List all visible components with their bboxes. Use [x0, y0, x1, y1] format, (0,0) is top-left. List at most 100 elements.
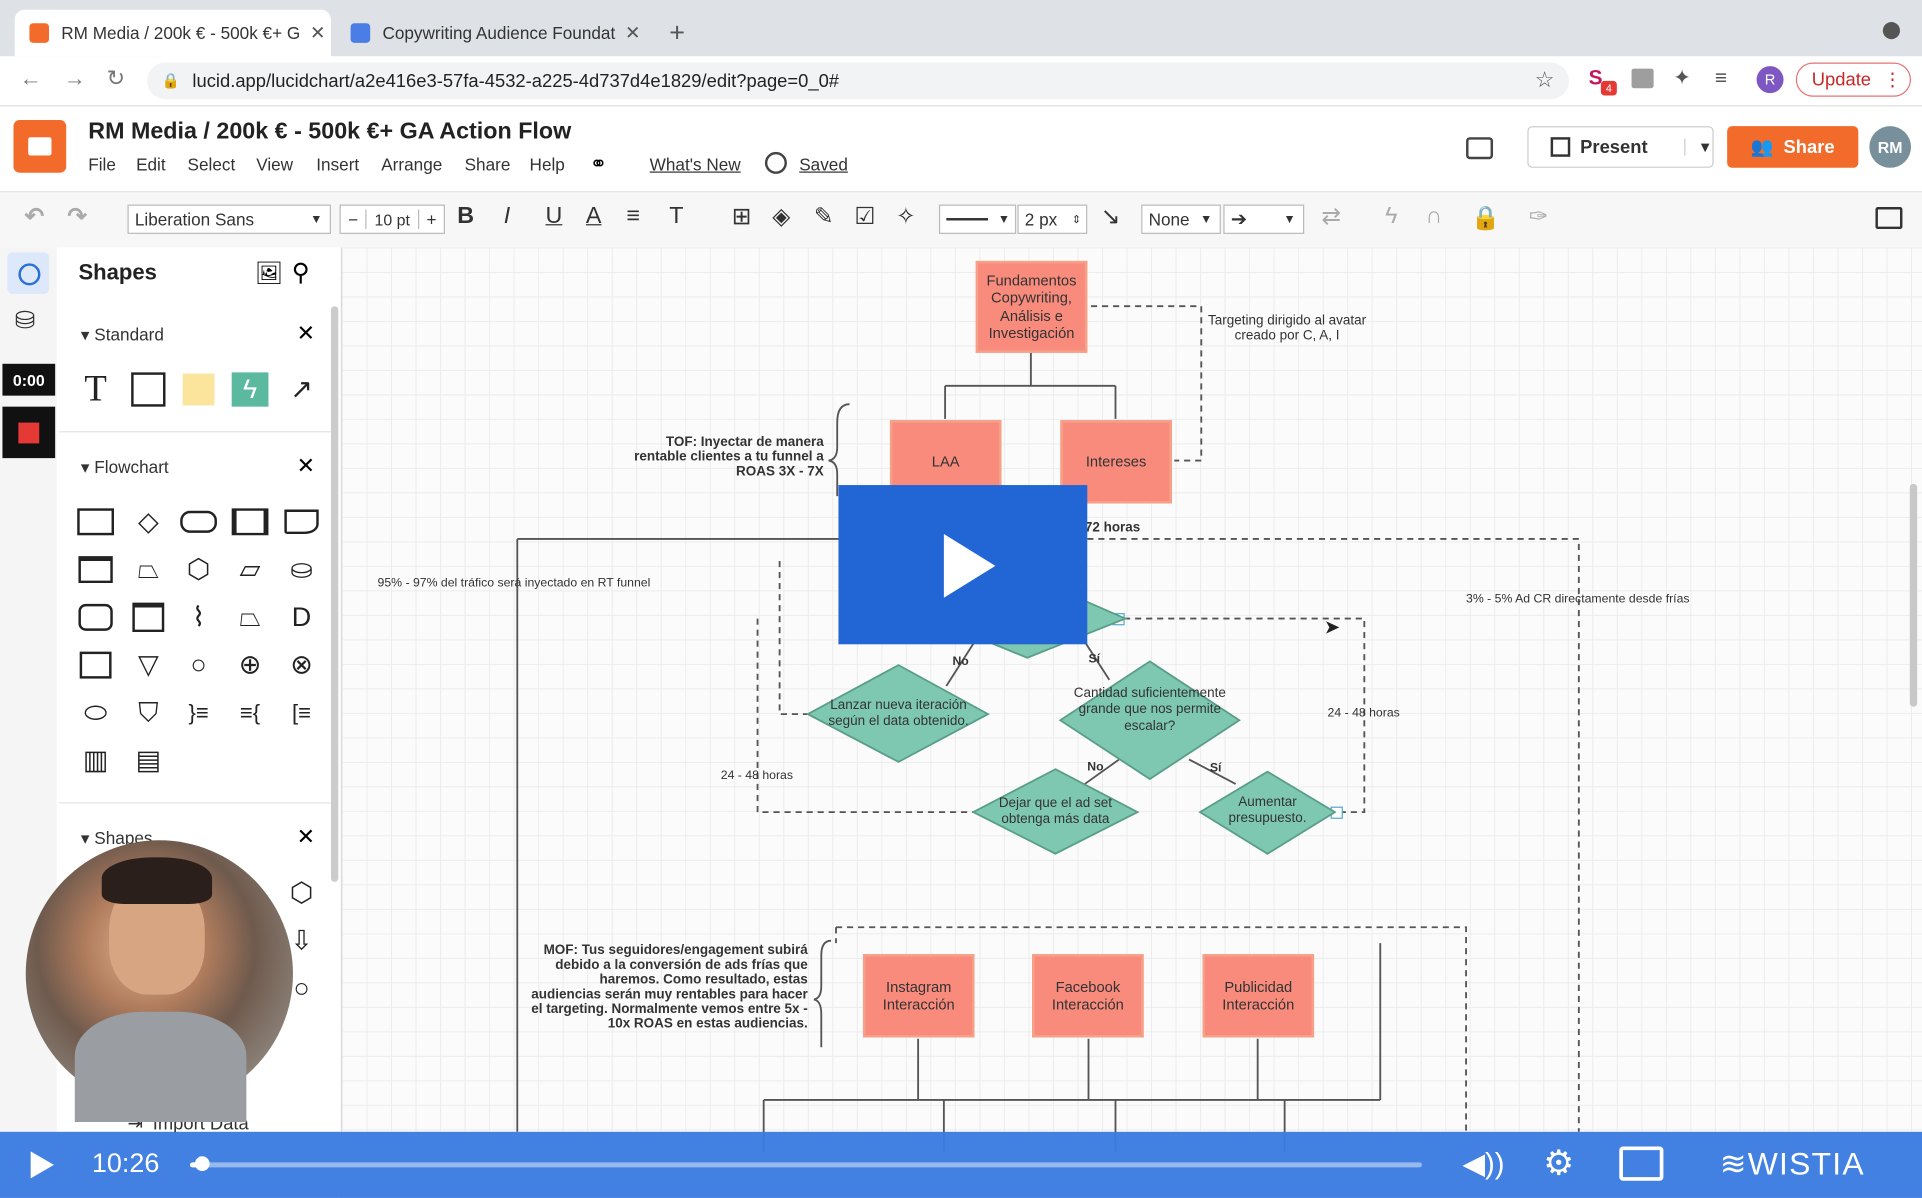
document-title[interactable]: RM Media / 200k € - 500k €+ GA Action Fl…: [88, 118, 572, 145]
preparation-shape-icon[interactable]: ⬡: [186, 553, 211, 585]
wrench-icon[interactable]: ✑: [1528, 204, 1549, 231]
profile-avatar[interactable]: R: [1756, 66, 1784, 94]
horas-24-48-label[interactable]: 24 - 48 horas: [1327, 706, 1400, 721]
progress-knob[interactable]: [194, 1156, 210, 1172]
panel-scrollbar[interactable]: [330, 306, 339, 882]
bracket-note-icon[interactable]: [≡: [292, 700, 312, 725]
sticky-note-icon[interactable]: [180, 372, 217, 406]
merge-shape-icon[interactable]: ▽: [137, 649, 159, 680]
tape-shape-icon[interactable]: ⌇: [191, 601, 206, 633]
menu-select[interactable]: Select: [187, 154, 236, 174]
menu-insert[interactable]: Insert: [316, 154, 360, 174]
arrow-start-select[interactable]: None ▼: [1141, 204, 1221, 234]
swimlane-vertical-icon[interactable]: ▥: [82, 744, 109, 776]
menu-edit[interactable]: Edit: [136, 154, 166, 174]
or-shape-icon[interactable]: ⊕: [238, 649, 262, 680]
table-icon[interactable]: ⊞: [731, 204, 752, 231]
bold-button[interactable]: B: [457, 203, 475, 230]
mof-note[interactable]: MOF: Tus seguidores/engagement subirá de…: [531, 943, 808, 1032]
extensions-puzzle-icon[interactable]: ✦: [1673, 66, 1691, 90]
canvas-scrollbar[interactable]: [1909, 483, 1918, 707]
brace-note-icon[interactable]: }≡: [188, 700, 209, 725]
brace-note-left-icon[interactable]: ≡{: [239, 700, 261, 725]
text-options-button[interactable]: T: [669, 203, 684, 230]
multi-document-icon[interactable]: [77, 552, 114, 586]
close-section-icon[interactable]: ✕: [296, 824, 316, 849]
underline-button[interactable]: U: [545, 203, 563, 230]
extension-code-icon[interactable]: [1631, 68, 1654, 89]
comment-icon[interactable]: [1466, 137, 1494, 160]
tab-copywriting[interactable]: Copywriting Audience Foundat ✕: [336, 10, 649, 57]
node-facebook[interactable]: Facebook Interacción: [1032, 954, 1144, 1038]
offpage-shape-icon[interactable]: ⛉: [138, 696, 159, 728]
connector-icon[interactable]: ↘: [1100, 204, 1121, 231]
font-size-stepper[interactable]: − 10 pt +: [339, 204, 445, 234]
circle-shape-icon[interactable]: ○: [293, 972, 310, 1004]
node-dejar[interactable]: Dejar que el ad set obtenga más data: [992, 785, 1119, 839]
line-style-select[interactable]: ▼: [938, 204, 1017, 234]
node-instagram[interactable]: Instagram Interacción: [862, 954, 975, 1038]
reload-icon[interactable]: ↻: [106, 66, 126, 91]
binoculars-icon[interactable]: ⚭: [589, 151, 608, 176]
tab-rm-media[interactable]: RM Media / 200k € - 500k €+ G ✕: [14, 9, 331, 57]
fill-bucket-icon[interactable]: ◈: [772, 204, 791, 231]
data-icon[interactable]: ⛁: [14, 307, 36, 335]
player-play-button[interactable]: [27, 1149, 56, 1187]
saved-status[interactable]: Saved: [799, 154, 848, 174]
tof-note[interactable]: TOF: Inyectar de manera rentable cliente…: [634, 434, 824, 479]
rectangle-shape-icon[interactable]: [130, 372, 167, 407]
delay-shape-icon[interactable]: D: [291, 601, 312, 633]
section-standard[interactable]: ▾ Standard: [80, 324, 164, 345]
lucid-logo-icon[interactable]: [13, 120, 67, 173]
italic-button[interactable]: I: [503, 203, 511, 230]
close-section-icon[interactable]: ✕: [296, 320, 316, 346]
present-button[interactable]: Present ▼: [1527, 126, 1714, 168]
new-tab-icon[interactable]: +: [669, 17, 686, 48]
wistia-logo[interactable]: ≋WISTIA: [1719, 1145, 1865, 1183]
image-icon[interactable]: 🖼: [254, 260, 283, 286]
fullscreen-icon[interactable]: [1619, 1146, 1664, 1181]
menu-view[interactable]: View: [256, 154, 294, 174]
trafico-note[interactable]: 95% - 97% del tráfico será inyectado en …: [377, 576, 651, 591]
close-tab-icon[interactable]: ✕: [625, 23, 641, 45]
menu-arrange[interactable]: Arrange: [381, 154, 443, 174]
font-select[interactable]: Liberation Sans ▼: [127, 204, 331, 234]
targeting-note[interactable]: Targeting dirigido al avatar creado por …: [1208, 313, 1367, 343]
whats-new-link[interactable]: What's New: [649, 154, 741, 174]
arrow-line-icon[interactable]: ↗: [290, 373, 313, 405]
decrease-icon[interactable]: −: [341, 209, 367, 230]
down-arrow-shape-icon[interactable]: ⇩: [290, 924, 313, 956]
increase-icon[interactable]: +: [417, 209, 444, 230]
node-fundamentos[interactable]: Fundamentos Copywriting, Análisis e Inve…: [975, 260, 1088, 353]
text-shape-icon[interactable]: T: [84, 368, 107, 410]
user-avatar[interactable]: RM: [1869, 126, 1912, 168]
swimlane-horizontal-icon[interactable]: ▤: [135, 744, 162, 776]
present-dropdown-icon[interactable]: ▼: [1684, 138, 1712, 156]
action-shape-icon[interactable]: ϟ: [231, 372, 269, 407]
volume-icon[interactable]: ◀)): [1462, 1147, 1505, 1181]
share-button[interactable]: 👥 Share: [1727, 126, 1859, 168]
decision-shape-icon[interactable]: ◇: [137, 505, 159, 537]
arrow-end-select[interactable]: ➔ ▼: [1223, 204, 1305, 234]
node-lanzar[interactable]: Lanzar nueva iteración según el data obt…: [820, 683, 977, 744]
node-cantidad[interactable]: Cantidad suficientemente grande que nos …: [1070, 674, 1229, 747]
connector-shape-icon[interactable]: ○: [190, 649, 207, 680]
undo-icon[interactable]: ↶: [24, 204, 45, 231]
extension-s-icon[interactable]: S: [1588, 66, 1603, 90]
redo-icon[interactable]: ↷: [67, 204, 87, 231]
reading-list-icon[interactable]: ≡: [1714, 66, 1728, 90]
cr-note[interactable]: 3% - 5% Ad CR directamente desde frías: [1466, 592, 1690, 607]
display-shape-icon[interactable]: ⬭: [84, 696, 108, 728]
stored-data-icon[interactable]: [77, 600, 114, 634]
manual-input-icon[interactable]: ⏢: [137, 553, 160, 585]
bookmark-star-icon[interactable]: ☆: [1534, 67, 1555, 92]
menu-help[interactable]: Help: [529, 154, 565, 174]
swap-icon[interactable]: ⇄: [1321, 204, 1341, 231]
internal-storage-icon[interactable]: [130, 600, 167, 634]
align-icon[interactable]: ≡: [626, 203, 640, 230]
stop-recording-button[interactable]: [2, 406, 56, 459]
update-button[interactable]: Update ⋮: [1795, 62, 1912, 97]
lock-icon[interactable]: 🔒: [1470, 205, 1500, 232]
manual-operation-icon[interactable]: ⏢: [239, 601, 261, 633]
document-shape-icon[interactable]: [283, 505, 320, 539]
